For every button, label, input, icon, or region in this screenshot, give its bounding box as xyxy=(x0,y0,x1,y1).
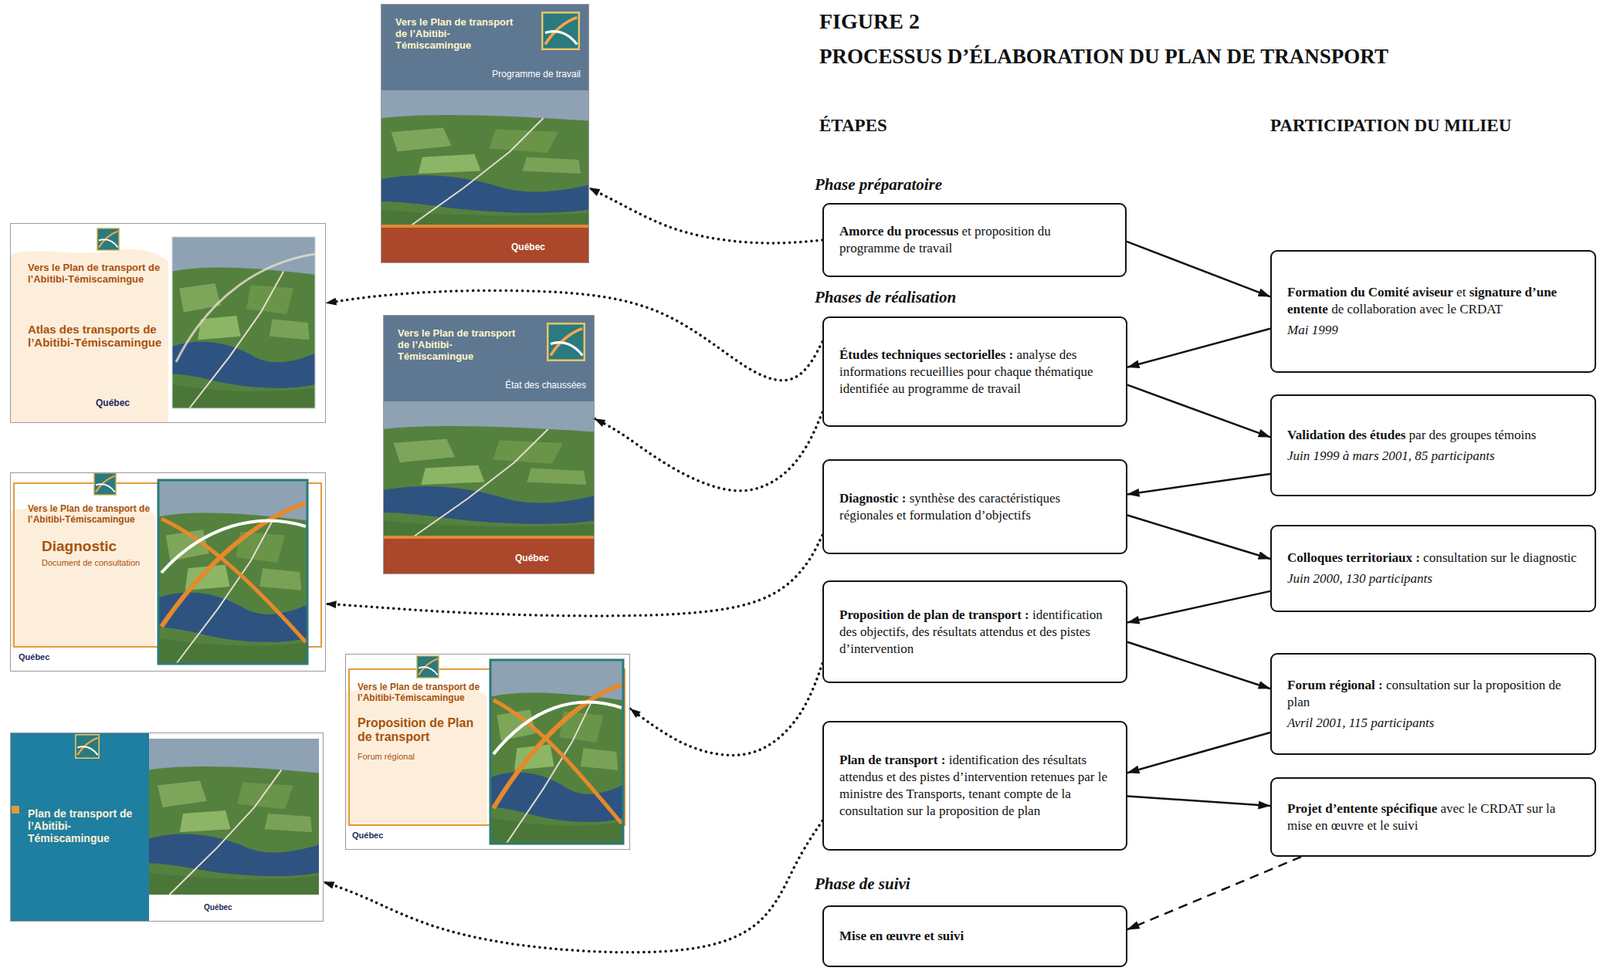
cover-text: Document de consultation xyxy=(41,558,154,569)
box-heading: Forum régional : xyxy=(1287,677,1384,693)
document-link xyxy=(589,188,823,244)
cover-text: Diagnostic xyxy=(41,538,154,556)
text-group: Juin 2000, 130 participants xyxy=(1287,570,1580,588)
cover-art xyxy=(345,654,631,851)
document-link xyxy=(325,290,823,380)
cover-art xyxy=(380,3,590,264)
text-group: Plan de transport : identification des r… xyxy=(839,752,1111,821)
cover-text: Québec xyxy=(203,903,282,913)
box-text: consultation sur le diagnostic xyxy=(1423,550,1577,566)
process-box: Plan de transport : identification des r… xyxy=(822,721,1128,851)
flow-arrow xyxy=(1126,241,1271,298)
document-cover: Vers le Plan de transport de l’Abitibi-T… xyxy=(345,654,631,851)
text-group: Proposition de plan de transport : ident… xyxy=(839,606,1111,658)
document-link xyxy=(323,820,823,953)
box-heading: Mise en œuvre et suivi xyxy=(839,928,964,944)
participation-box: Projet d’entente spécifique avec le CRDA… xyxy=(1270,777,1597,858)
phase-heading: Phase préparatoire xyxy=(814,175,943,195)
document-link xyxy=(325,535,823,617)
cover-text: Proposition de Plan de transport xyxy=(357,716,485,746)
text-group: Projet d’entente spécifique avec le CRDA… xyxy=(1287,800,1580,835)
cover-text: Québec xyxy=(352,830,422,841)
text-group: Amorce du processus et proposition du pr… xyxy=(839,223,1110,258)
box-text: de collaboration avec le CRDAT xyxy=(1331,301,1503,317)
phase-heading: Phase de suivi xyxy=(814,874,911,895)
document-cover: Vers le Plan de transport de l’Abitibi-T… xyxy=(10,472,326,672)
document-cover: Vers le Plan de transport de l’Abitibi-T… xyxy=(383,315,595,575)
box-heading: Plan de transport : xyxy=(839,752,946,768)
process-box: Amorce du processus et proposition du pr… xyxy=(822,203,1127,278)
flow-arrow xyxy=(1127,796,1271,807)
date-note: Juin 1999 à mars 2001, 85 participants xyxy=(1287,448,1495,464)
cover-text: Forum régional xyxy=(357,752,485,763)
box-text: par des groupes témoins xyxy=(1409,427,1537,443)
flow-arrow xyxy=(1127,328,1271,368)
box-heading: Validation des études xyxy=(1287,427,1406,443)
document-link xyxy=(594,412,823,491)
phase-heading: Phases de réalisation xyxy=(814,288,956,308)
flow-arrow xyxy=(1127,591,1271,624)
flow-arrow xyxy=(1127,515,1271,560)
box-heading: Études techniques sectorielles : xyxy=(839,347,1014,363)
process-box: Diagnostic : synthèse des caractéristiqu… xyxy=(822,459,1128,555)
box-heading: Formation du Comité aviseur xyxy=(1287,284,1454,300)
process-box: Études techniques sectorielles : analyse… xyxy=(822,316,1128,428)
box-heading: Proposition de plan de transport : xyxy=(839,607,1030,623)
cover-art xyxy=(383,315,595,575)
process-box: Proposition de plan de transport : ident… xyxy=(822,580,1128,684)
text-group: Études techniques sectorielles : analyse… xyxy=(839,346,1111,398)
cover-text: Atlas des transports de l’Abitibi-Témisc… xyxy=(27,322,167,350)
flow-arrow xyxy=(1127,474,1271,495)
participation-box: Validation des études par des groupes té… xyxy=(1270,394,1597,497)
cover-text: Vers le Plan de transport de l’Abitibi-T… xyxy=(397,328,526,363)
cover-art xyxy=(10,223,326,424)
document-cover: Plan de transport de l’Abitibi-Témiscami… xyxy=(10,732,324,923)
text-group: Formation du Comité aviseur et signature… xyxy=(1287,284,1580,319)
cover-text: Québec xyxy=(18,652,89,663)
text-group: Juin 1999 à mars 2001, 85 participants xyxy=(1287,447,1580,465)
figure-title: PROCESSUS D’ÉLABORATION DU PLAN DE TRANS… xyxy=(819,44,1389,69)
box-heading: Colloques territoriaux : xyxy=(1287,550,1421,566)
cover-text: Plan de transport de l’Abitibi-Témiscami… xyxy=(27,807,143,845)
cover-text: Programme de travail xyxy=(464,69,581,81)
cover-text: Vers le Plan de transport de l’Abitibi-T… xyxy=(357,682,485,705)
figure-number: FIGURE 2 xyxy=(819,9,920,34)
text-group: Validation des études par des groupes té… xyxy=(1287,427,1580,445)
flow-arrow xyxy=(1127,732,1271,773)
flow-arrow xyxy=(1127,385,1271,438)
cover-text: Vers le Plan de transport de l’Abitibi-T… xyxy=(27,262,163,286)
cover-text: Vers le Plan de transport de l’Abitibi-T… xyxy=(395,16,523,52)
cover-text: Québec xyxy=(515,553,587,565)
box-heading: Amorce du processus xyxy=(839,223,959,239)
date-note: Mai 1999 xyxy=(1287,322,1339,338)
cover-art xyxy=(10,472,326,672)
date-note: Avril 2001, 115 participants xyxy=(1287,715,1434,731)
text-group: Forum régional : consultation sur la pro… xyxy=(1287,677,1580,712)
text-group: Diagnostic : synthèse des caractéristiqu… xyxy=(839,490,1111,525)
document-cover: Vers le Plan de transport de l’Abitibi-T… xyxy=(10,223,326,424)
document-link xyxy=(630,664,823,756)
text-group: Mai 1999 xyxy=(1287,322,1580,339)
cover-text: Vers le Plan de transport de l’Abitibi-T… xyxy=(27,504,152,526)
cover-art xyxy=(10,732,324,923)
text-group: Avril 2001, 115 participants xyxy=(1287,715,1580,733)
flow-arrow xyxy=(1127,642,1271,689)
process-box: Mise en œuvre et suivi xyxy=(822,905,1128,968)
cover-text: Québec xyxy=(95,398,166,410)
column-header: PARTICIPATION DU MILIEU xyxy=(1270,115,1512,136)
date-note: Juin 2000, 130 participants xyxy=(1287,571,1433,587)
text-group: Mise en œuvre et suivi xyxy=(839,928,1111,946)
box-text: et xyxy=(1456,284,1466,300)
participation-box: Colloques territoriaux : consultation su… xyxy=(1270,525,1597,613)
participation-box: Formation du Comité aviseur et signature… xyxy=(1270,250,1597,373)
document-cover: Vers le Plan de transport de l’Abitibi-T… xyxy=(380,3,590,264)
column-header: ÉTAPES xyxy=(819,115,888,136)
box-heading: Projet d’entente spécifique xyxy=(1287,801,1438,817)
box-heading: Diagnostic : xyxy=(839,491,906,506)
dashed-arrow xyxy=(1127,857,1302,930)
participation-box: Forum régional : consultation sur la pro… xyxy=(1270,653,1597,756)
cover-text: État des chaussées xyxy=(467,380,587,392)
text-group: Colloques territoriaux : consultation su… xyxy=(1287,549,1580,567)
cover-text: Québec xyxy=(511,242,583,254)
